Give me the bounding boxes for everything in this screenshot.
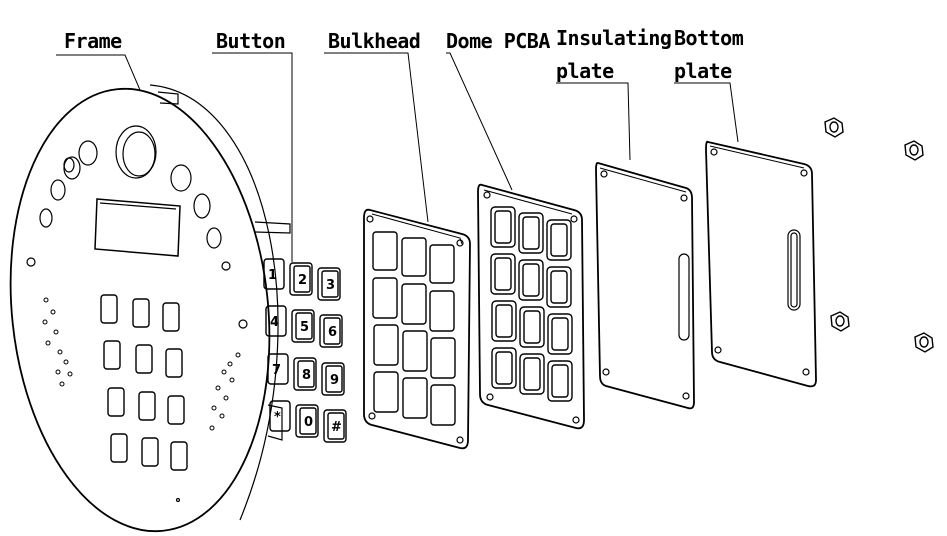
- label-frame: Frame: [64, 29, 122, 53]
- bottom-plate-part: [705, 140, 817, 388]
- label-bottom-line1: Bottom: [674, 26, 744, 50]
- leader-lines: [56, 52, 739, 262]
- label-bottom-line2: plate: [674, 59, 732, 83]
- hex-nuts: [824, 117, 934, 353]
- key-label: 0: [304, 415, 313, 430]
- label-button: Button: [216, 29, 286, 53]
- key-label: 4: [270, 315, 279, 330]
- key-label: 8: [302, 368, 311, 383]
- label-bulkhead: Bulkhead: [328, 29, 421, 53]
- key-label: 5: [300, 320, 309, 335]
- button-keys: [263, 258, 347, 443]
- button-key-labels: 1 2 3 4 5 6 7 8 9 * 0 #: [268, 268, 342, 435]
- hex-nut: [914, 332, 934, 353]
- key-label: 7: [272, 363, 281, 378]
- frame-part: [9, 84, 291, 533]
- hex-nut: [824, 117, 844, 138]
- key-label: 3: [326, 278, 335, 293]
- label-insulating-line2: plate: [556, 59, 614, 83]
- key-label: 2: [298, 273, 307, 288]
- key-label: 1: [268, 268, 277, 283]
- key-label: 9: [330, 373, 339, 388]
- key-label: 6: [328, 325, 337, 340]
- hex-nut: [830, 311, 850, 332]
- label-insulating-line1: Insulating: [556, 26, 672, 50]
- insulating-plate-part: [595, 162, 695, 410]
- label-dome-pcba: Dome PCBA: [446, 29, 550, 53]
- dome-pcba-part: [477, 183, 585, 430]
- bulkhead-part: [363, 208, 471, 450]
- key-label: *: [274, 410, 281, 425]
- hex-nut: [904, 140, 924, 161]
- key-label: #: [331, 420, 342, 435]
